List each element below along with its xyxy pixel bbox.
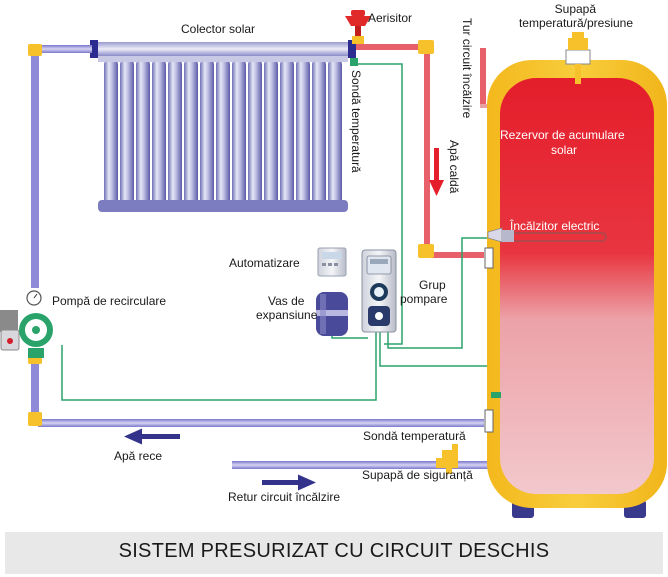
hot-water-label: Apă caldă xyxy=(447,140,461,194)
aerator-label: Aerisitor xyxy=(368,11,412,25)
pump-group: Grup pompare xyxy=(361,249,449,333)
temperature-probe-top: Sondă temperatură xyxy=(349,58,363,173)
safety-valve-label: Supapă de siguranță xyxy=(362,468,473,482)
recirculation-pump: Pompă de recirculare xyxy=(0,290,166,358)
cold-water-arrow xyxy=(124,428,180,445)
expansion-label-text-line2: expansiune xyxy=(256,308,318,322)
solar-collector: Colector solar xyxy=(90,22,356,212)
valve-top-label-text-line2: temperatură/presiune xyxy=(519,16,633,30)
tank-label-line1: Rezervor de acumulare solar xyxy=(500,128,628,157)
tank-label-line2: solar xyxy=(551,143,577,157)
tank-label: Rezervor de acumulare xyxy=(500,128,625,142)
probe-bottom-label: Sondă temperatură xyxy=(363,429,466,443)
automation-label: Automatizare xyxy=(229,256,300,270)
expansion-label-text: Vas de xyxy=(268,294,305,308)
heater-label: Încălzitor electric xyxy=(509,218,599,233)
circuit-supply-label: Tur circuit încălzire xyxy=(460,18,474,119)
collector-tubes xyxy=(104,58,342,210)
footer-bar xyxy=(5,532,663,574)
cold-water-label: Apă rece xyxy=(114,449,162,463)
safety-valve xyxy=(436,444,458,474)
expansion-label: Vas de expansiune xyxy=(256,294,318,322)
pump-group-label-text: Grup xyxy=(419,278,446,292)
footer-title: SISTEM PRESURIZAT CU CIRCUIT DESCHIS xyxy=(118,540,550,562)
valve-top-label: Supapă temperatură/presiune xyxy=(519,2,633,30)
collector-label: Colector solar xyxy=(181,22,255,36)
probe-top-label: Sondă temperatură xyxy=(349,70,363,173)
recirc-pump-label: Pompă de recirculare xyxy=(52,294,166,308)
electric-heater xyxy=(487,227,607,243)
automation-controller: Automatizare xyxy=(229,247,347,277)
aerator: Aerisitor xyxy=(345,10,412,44)
pump-group-label: Grup pompare xyxy=(400,278,449,306)
pump-group-label-text-line2: pompare xyxy=(400,292,448,306)
hot-water-arrow xyxy=(429,148,444,196)
storage-tank: Rezervor de acumulare solar Încălzitor e… xyxy=(484,32,667,518)
expansion-vessel: Vas de expansiune xyxy=(256,292,348,336)
return-circuit-label: Retur circuit încălzire xyxy=(228,490,340,504)
valve-top-label-text: Supapă xyxy=(555,2,597,16)
return-circuit-arrow xyxy=(262,474,316,491)
